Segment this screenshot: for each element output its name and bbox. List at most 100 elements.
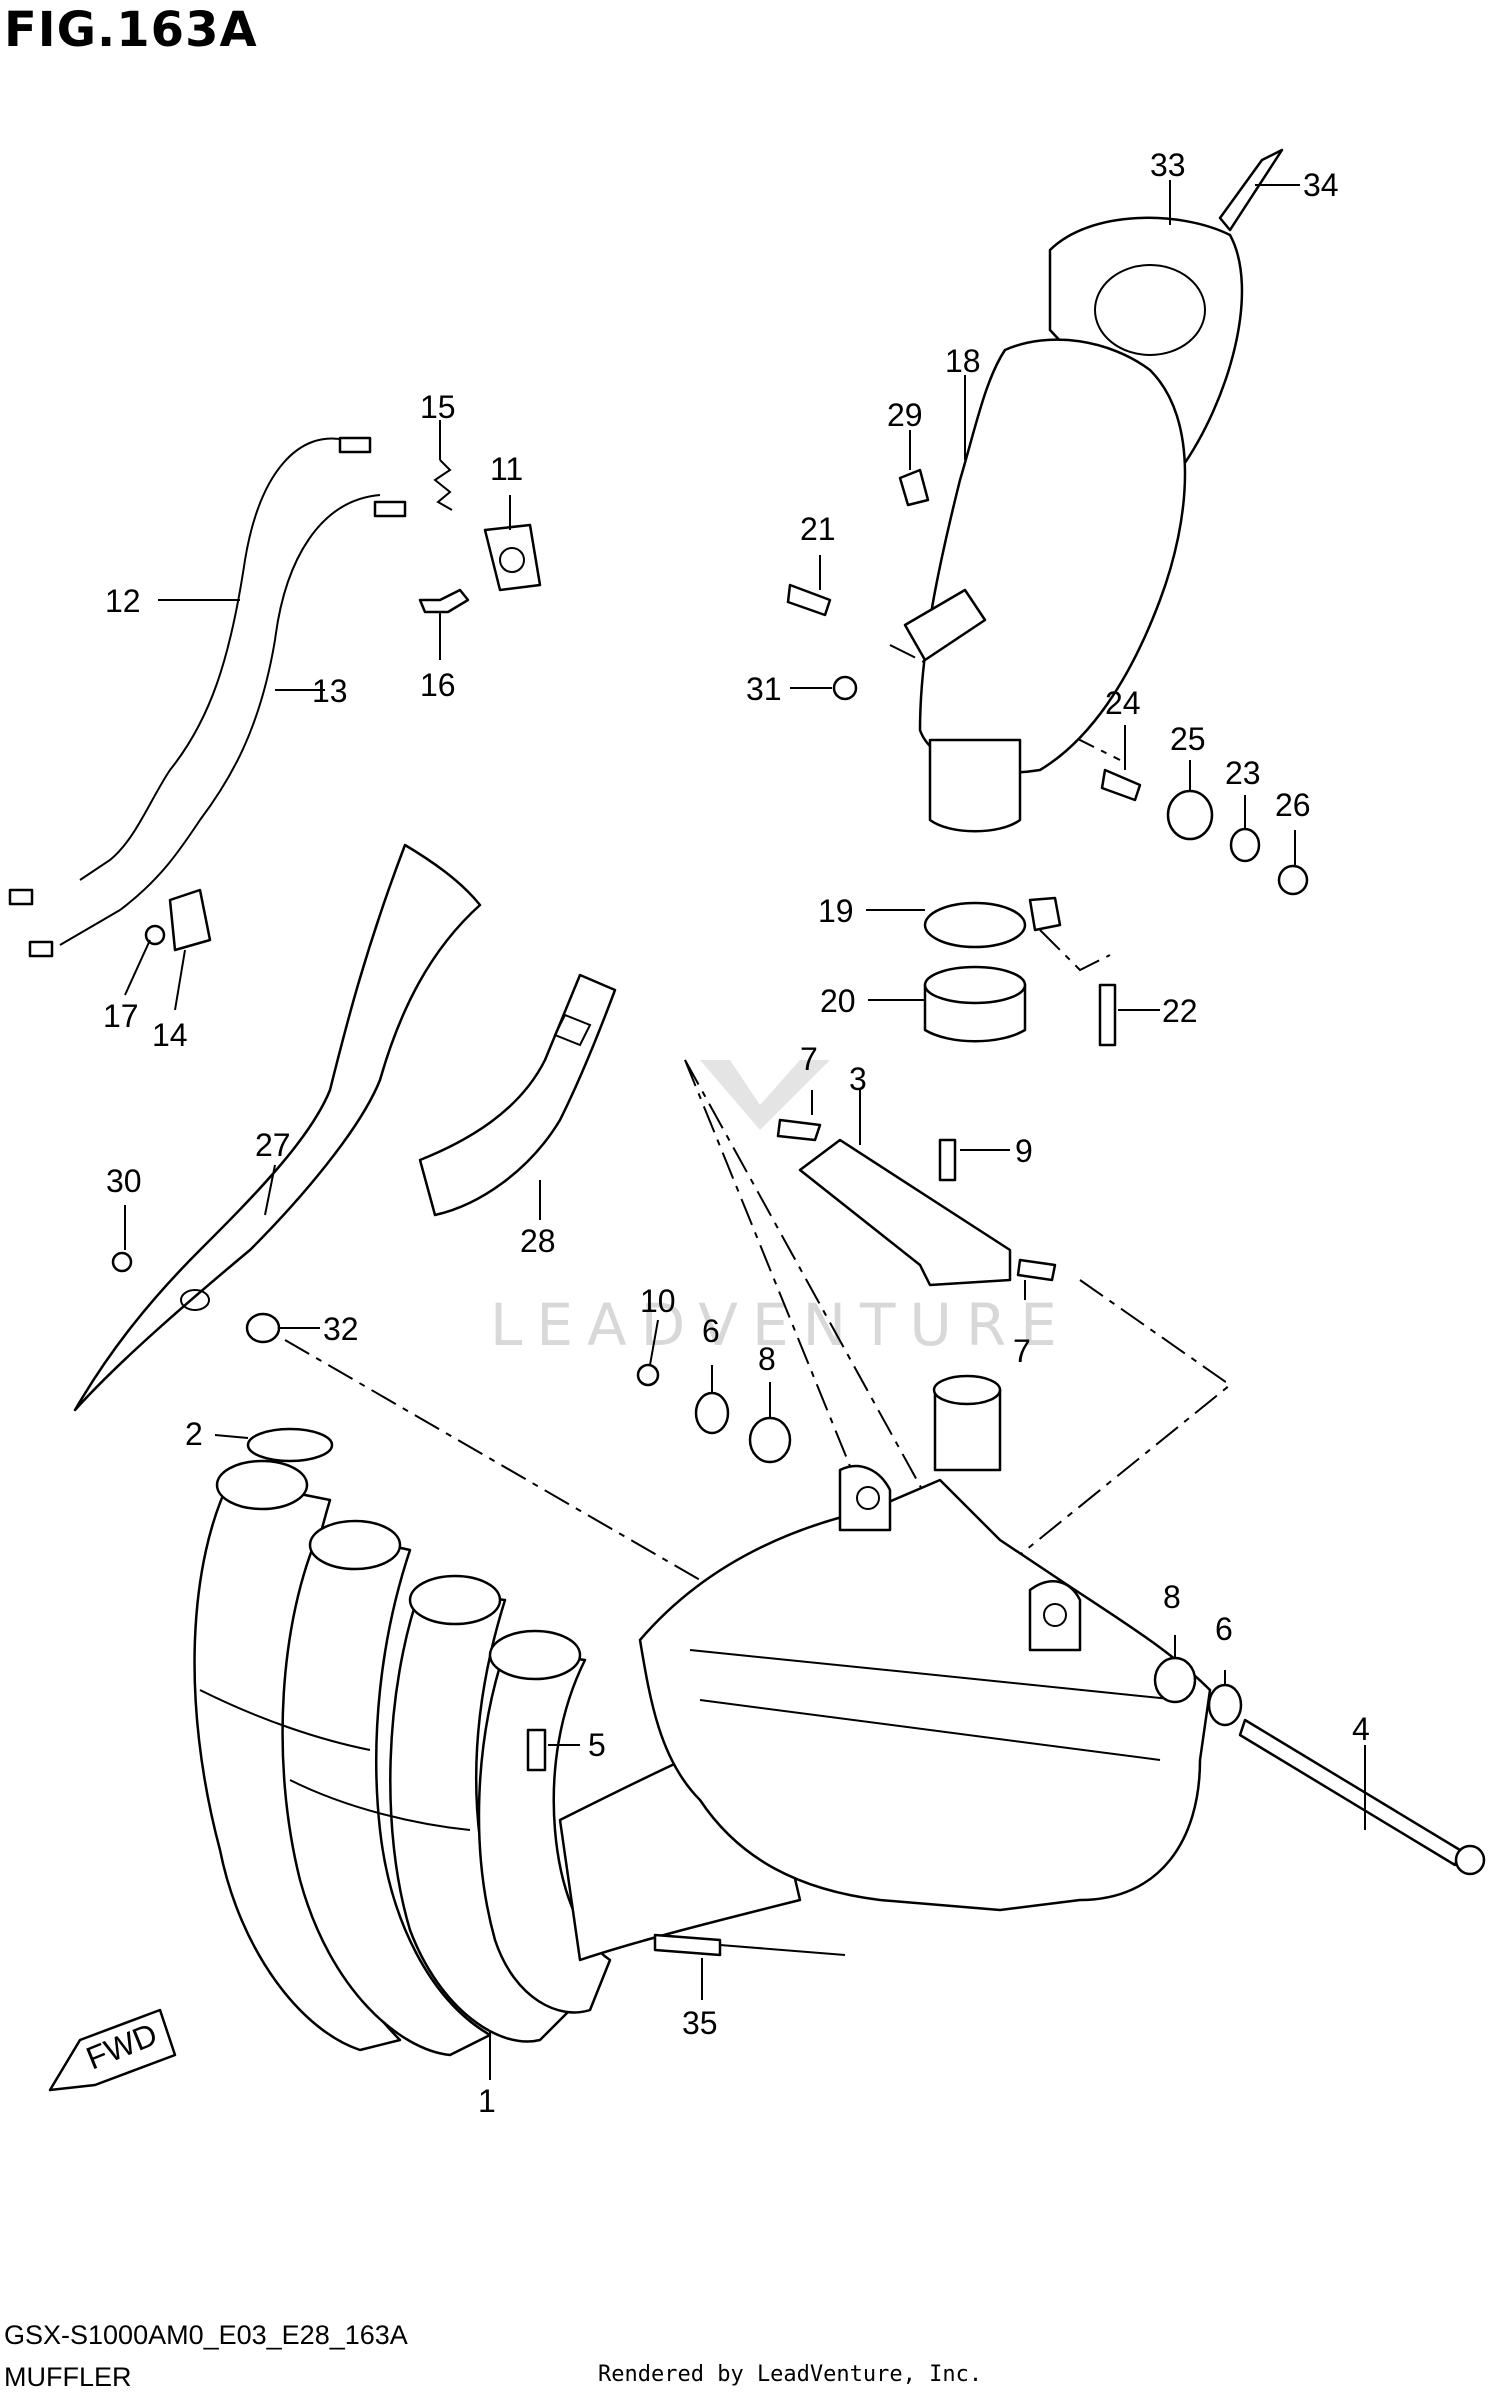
callout-3: 3 (849, 1061, 867, 1097)
callout-18: 18 (945, 343, 981, 379)
callout-7b: 7 (1013, 1333, 1031, 1369)
damper-29 (898, 468, 930, 507)
callout-33: 33 (1150, 147, 1186, 183)
callout-7a: 7 (800, 1041, 818, 1077)
bolt-7-lower (1016, 1258, 1057, 1282)
actuator-pulley-11 (483, 523, 542, 592)
callout-31: 31 (746, 671, 782, 707)
o2-sensor-wire (719, 1944, 846, 1956)
silencer-inlet-pipe (928, 738, 1022, 833)
silencer-mount-bracket (903, 588, 987, 662)
nut-32 (245, 1312, 281, 1344)
silencer-body-18 (918, 338, 1187, 774)
washer-6-upper (694, 1391, 730, 1435)
bolt-30 (111, 1251, 133, 1273)
bolt-16 (418, 588, 470, 614)
callout-32: 32 (323, 1311, 359, 1347)
leader-14 (174, 949, 186, 1011)
exhaust-header-pipes (193, 1459, 802, 2057)
callout-20: 20 (820, 983, 856, 1019)
callout-10: 10 (640, 1283, 676, 1319)
spring-15 (433, 459, 453, 511)
gasket-2 (246, 1427, 334, 1463)
callout-28: 28 (520, 1223, 556, 1259)
assembly-guide-lines (284, 644, 1232, 1581)
muffler-chamber (638, 1374, 1212, 1912)
cable-13-end-cap (28, 940, 54, 958)
render-credit: Rendered by LeadVenture, Inc. (598, 2362, 983, 2387)
callout-labels: 1 2 3 4 5 6 6 7 7 8 8 9 10 11 12 13 14 1… (103, 147, 1370, 2119)
callout-13: 13 (312, 673, 348, 709)
watermark: LEADVENTURE (490, 1060, 1071, 1359)
bolt-24 (1100, 768, 1142, 802)
pipe-flange-3 (408, 1574, 502, 1626)
callout-4: 4 (1352, 1711, 1370, 1747)
callout-27: 27 (255, 1127, 291, 1163)
actuator-pulley-hub (499, 547, 525, 573)
callout-24: 24 (1105, 685, 1141, 721)
heat-shield-28 (418, 973, 617, 1217)
pipe-flange-1 (215, 1459, 309, 1511)
silencer-assembly (786, 148, 1309, 896)
leader-27 (264, 1164, 276, 1216)
callout-26: 26 (1275, 787, 1311, 823)
clamp-19 (923, 901, 1027, 949)
heat-shield-27-hole (180, 1289, 210, 1311)
leader-17 (124, 939, 151, 996)
chamber-ribs (689, 1649, 1181, 1761)
callout-6a: 6 (702, 1313, 720, 1349)
callout-16: 16 (420, 667, 456, 703)
gasket-20-rim (923, 965, 1027, 1005)
guide-line-3-right (994, 1279, 1232, 1576)
chamber-mount-tab-right (1028, 1580, 1082, 1652)
heat-shields (73, 843, 617, 1412)
callout-8a: 8 (758, 1341, 776, 1377)
guide-line-3-mid (684, 1059, 951, 1541)
connector-clamp-parts (923, 896, 1117, 1047)
callout-21: 21 (800, 511, 836, 547)
nut-26 (1277, 864, 1309, 896)
grommet-8-upper (748, 1416, 792, 1464)
grommet-25 (1166, 789, 1214, 841)
bracket-3 (798, 1138, 1012, 1287)
pipe-flange-4 (488, 1629, 582, 1681)
exhaust-valve-cables (8, 436, 407, 958)
guide-line-19-22 (1039, 929, 1111, 972)
cable-12-end-cap (8, 888, 34, 906)
callout-11: 11 (490, 451, 523, 487)
guide-line-32 (284, 1339, 701, 1581)
washer-6-lower (1207, 1683, 1243, 1727)
callout-30: 30 (106, 1163, 142, 1199)
forward-direction-indicator: FWD (48, 2008, 177, 2092)
cable-13-end-fitting (373, 500, 407, 518)
chamber-mount-tab-left (838, 1464, 892, 1532)
mount-hole-left (856, 1486, 880, 1510)
heat-shield-27 (73, 843, 482, 1412)
watermark-text: LEADVENTURE (490, 1291, 1071, 1359)
nut-10 (636, 1363, 660, 1387)
cable-bracket-14 (168, 888, 212, 952)
callout-35: 35 (682, 2005, 718, 2041)
nut-17 (144, 924, 166, 946)
end-cover-33 (1048, 216, 1244, 472)
callout-14: 14 (152, 1017, 188, 1053)
grommet-8-lower (1153, 1656, 1197, 1704)
callout-34: 34 (1303, 167, 1339, 203)
figure-title: FIG.163A (4, 2, 258, 58)
fwd-arrow-icon (48, 2008, 177, 2092)
bolt-34 (1218, 148, 1284, 232)
figure-name: MUFFLER (4, 2362, 132, 2392)
callout-17: 17 (103, 998, 139, 1034)
bolt-4-head (1454, 1844, 1486, 1876)
pipe-clamp-bands (199, 1689, 471, 1831)
outlet-pipe-rim (932, 1374, 1002, 1406)
o2-sensor-35 (653, 1933, 722, 1957)
callout-12: 12 (105, 583, 141, 619)
bolt-4 (1238, 1718, 1462, 1867)
callout-1: 1 (478, 2083, 496, 2119)
bolt-5 (526, 1728, 547, 1772)
callout-9: 9 (1015, 1133, 1033, 1169)
valve-actuator-parts (418, 459, 542, 614)
pipe-flange-2 (308, 1519, 402, 1571)
